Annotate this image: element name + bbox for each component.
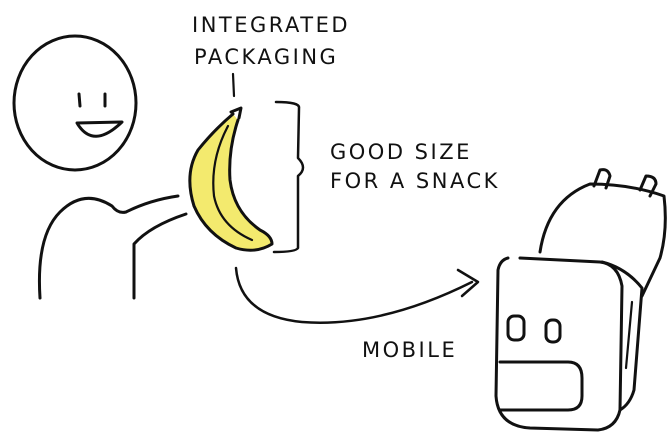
label-for-a-snack: FOR A SNACK (330, 168, 500, 194)
backpack-side-strap (626, 302, 632, 368)
mobile-arrow-line (236, 268, 472, 323)
person-smile (77, 122, 122, 136)
person-head (14, 36, 136, 170)
label-mobile: MOBILE (362, 337, 457, 363)
backpack-icon (496, 170, 665, 430)
label-packaging: PACKAGING (194, 44, 338, 70)
label-integrated: INTEGRATED (192, 12, 350, 38)
backpack-flap (540, 184, 665, 296)
backpack-left-eye (508, 316, 524, 340)
person-body-outer (39, 196, 178, 298)
size-bracket (274, 102, 303, 252)
person-left-eye (79, 94, 80, 106)
backpack-pocket (500, 362, 582, 410)
packaging-leader-line (233, 74, 234, 96)
backpack-right-eye (546, 320, 560, 342)
backpack-body (496, 258, 622, 430)
mobile-arrow (236, 268, 478, 323)
label-good-size: GOOD SIZE (330, 139, 472, 165)
person-body-inner (134, 214, 186, 298)
person-icon (14, 36, 186, 298)
banana-icon (190, 108, 272, 250)
